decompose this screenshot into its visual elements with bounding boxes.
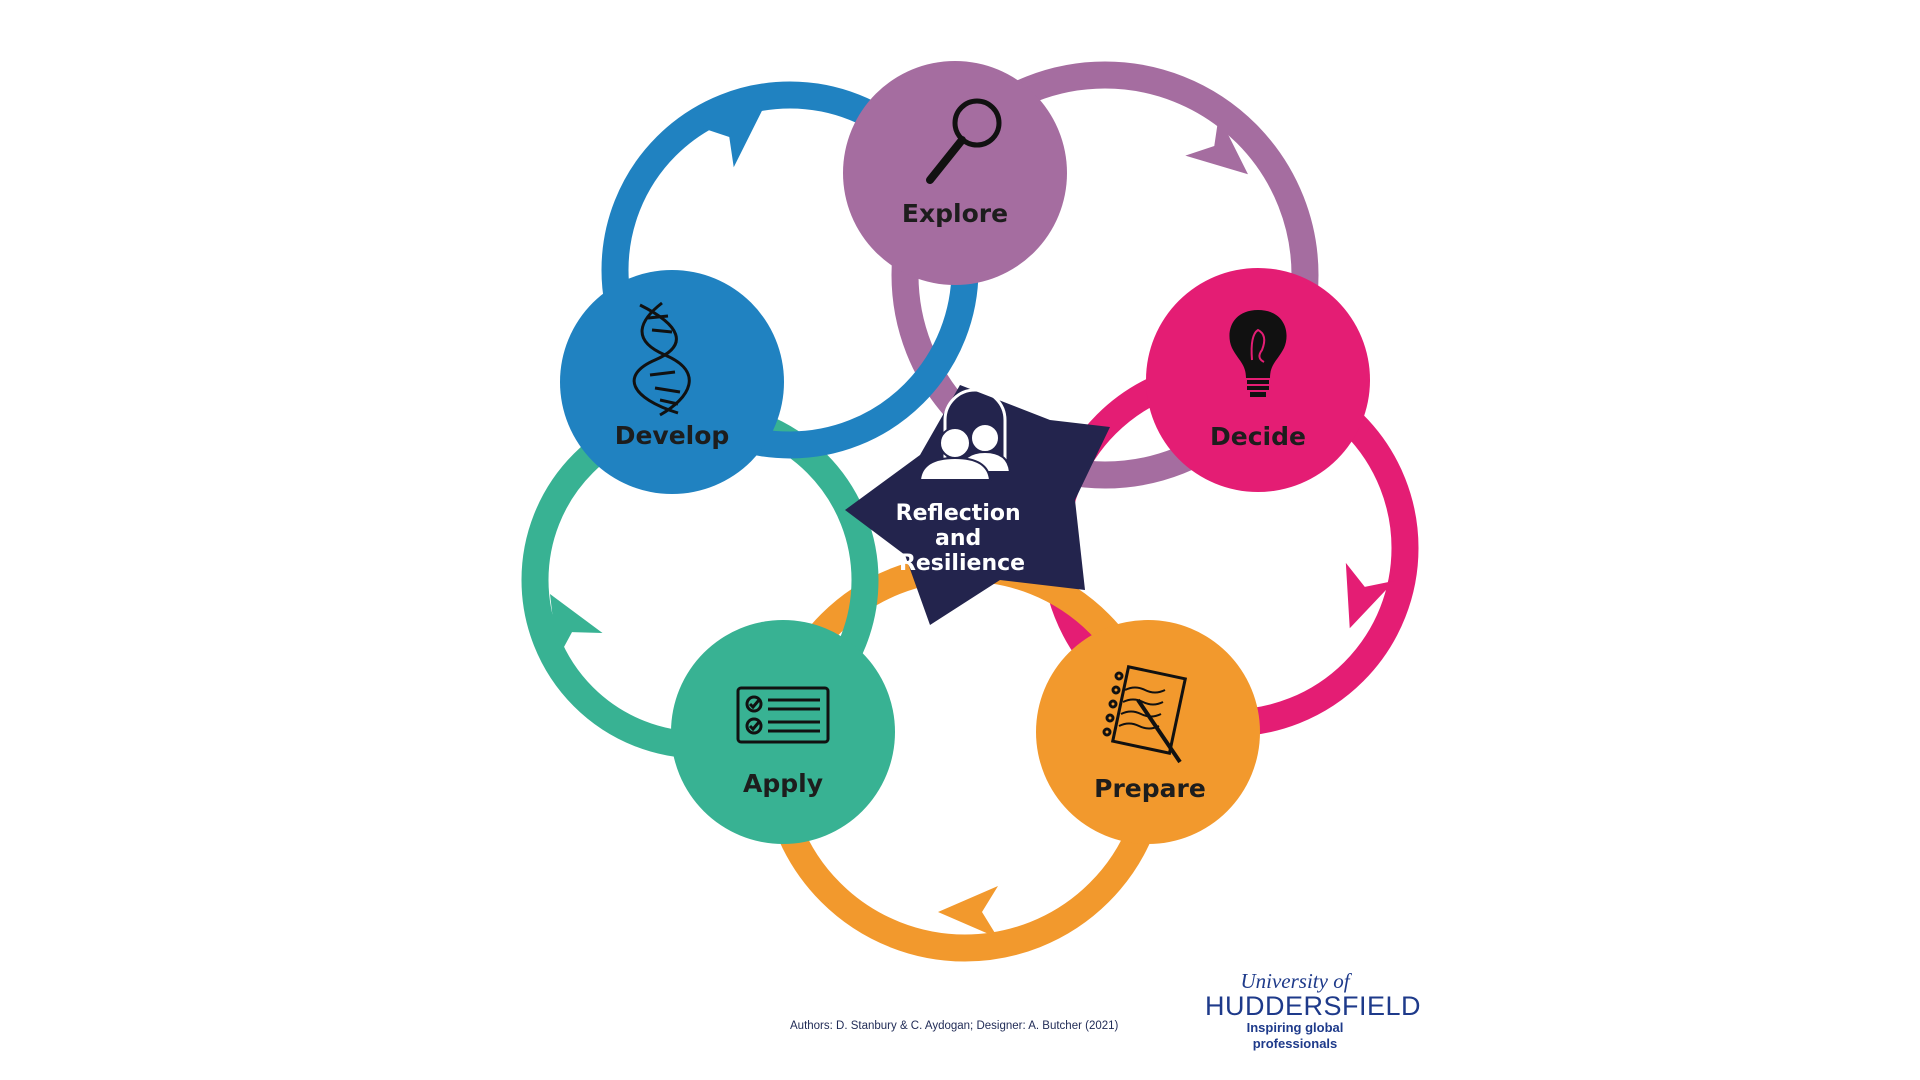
arrowhead-decide [1345,562,1395,629]
node-decide-label: Decide [1210,422,1306,451]
university-logo: University of HUDDERSFIELD Inspiring glo… [1205,969,1422,1052]
node-develop-label: Develop [615,421,730,450]
node-apply: Apply [671,620,895,844]
lightbulb-icon [1229,310,1287,397]
node-develop: Develop [560,270,784,494]
node-decide: Decide [1146,268,1370,492]
node-apply-label: Apply [743,769,823,798]
center-label-line-2: and [935,526,981,551]
node-explore: Explore [843,61,1067,285]
logo-line-2: HUDDERSFIELD [1205,991,1422,1021]
logo-line-1: University of [1240,969,1350,993]
node-explore-label: Explore [902,199,1008,228]
checklist-card-icon [736,686,830,744]
center-label-line-3: Resilience [899,551,1025,576]
people-dome-icon [918,388,1012,481]
notebook-pen-icon [1102,665,1188,764]
center-label: Reflection and Resilience [896,501,1029,576]
arrowhead-develop [700,108,763,168]
loop-explore [891,61,1319,489]
dna-icon [632,301,691,417]
node-prepare-label: Prepare [1094,774,1206,803]
center-star [845,385,1110,625]
center-label-line-1: Reflection [896,501,1021,526]
logo-tagline: Inspiring global professionals [1246,1020,1344,1051]
node-prepare: Prepare [1036,620,1260,844]
magnifier-icon [926,98,1002,184]
arrowhead-apply [550,594,603,659]
arrowhead-explore [1185,115,1248,175]
arrowhead-prepare [938,886,998,938]
credits-text: Authors: D. Stanbury & C. Aydogan; Desig… [790,1020,1119,1032]
